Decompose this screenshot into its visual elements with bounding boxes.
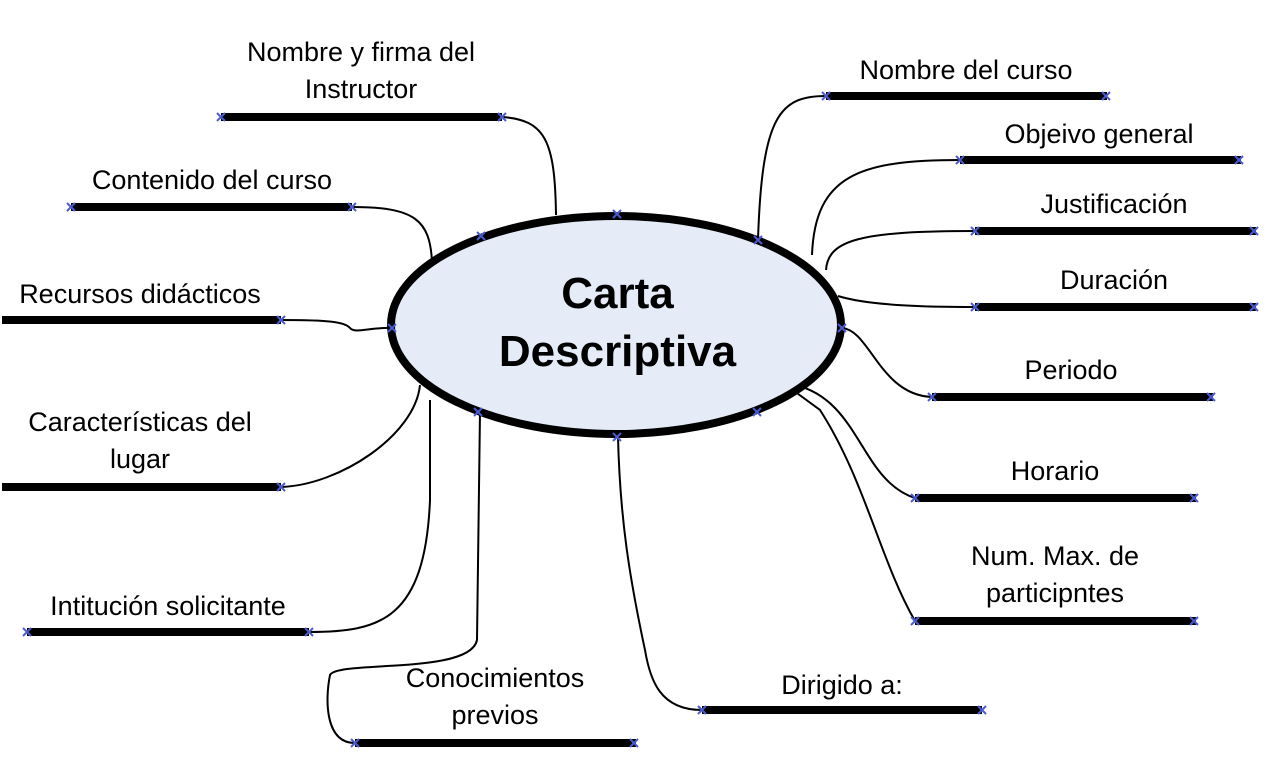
label-justificacion: Justificación [1040, 189, 1188, 219]
label-caracteristicas-lugar-line-1: Características del [28, 407, 252, 437]
bar-nombre-curso [826, 92, 1107, 100]
label-conocimientos-previos: Conocimientos previos [345, 660, 645, 734]
label-num-max-participantes-line-1: Num. Max. de [970, 541, 1140, 571]
connector-horario [794, 384, 916, 499]
label-nombre-curso: Nombre del curso [859, 55, 1073, 85]
connector-nombre-curso [757, 95, 827, 241]
bar-duracion [975, 303, 1256, 311]
label-nombre-firma-instructor: Nombre y firma del Instructor [211, 34, 511, 108]
bar-dirigido-a [702, 706, 982, 714]
label-institucion-solicitante: Intitución solicitante [50, 591, 286, 621]
label-dirigido-a: Dirigido a: [781, 670, 903, 700]
bar-caracteristicas-lugar [2, 483, 281, 491]
bar-justificacion [975, 227, 1256, 235]
bar-num-max-participantes [915, 617, 1196, 625]
bar-periodo [932, 393, 1213, 401]
label-objetivo-general: Objeivo general [1004, 119, 1194, 149]
label-recursos-didacticos: Recursos didácticos [19, 279, 261, 309]
label-bars [2, 92, 1256, 747]
bar-institucion-solicitante [27, 628, 309, 636]
connector-dirigido-a [617, 436, 703, 711]
bar-objetivo-general [960, 156, 1241, 164]
label-caracteristicas-lugar-line-2: lugar [109, 444, 171, 474]
label-duracion: Duración [1059, 265, 1169, 295]
center-title-line-1: Carta [561, 269, 674, 318]
connector-justificacion [825, 230, 976, 271]
connector-periodo [841, 327, 933, 398]
label-contenido-curso: Contenido del curso [91, 165, 333, 195]
connector-institucion-solicitante [308, 400, 431, 633]
label-nombre-firma-instructor-line-1: Nombre y firma del [246, 37, 476, 67]
label-periodo: Periodo [1024, 355, 1118, 385]
connectors [280, 95, 976, 744]
bar-conocimientos-previos [355, 739, 636, 747]
connector-objetivo-general [811, 159, 961, 256]
label-num-max-participantes-line-2: participntes [985, 578, 1125, 608]
label-caracteristicas-lugar: Características del lugar [0, 404, 290, 478]
connector-num-max-participantes [789, 387, 916, 622]
label-num-max-participantes: Num. Max. de participntes [905, 538, 1205, 612]
bar-nombre-firma-instructor [221, 113, 502, 121]
connector-contenido-curso [351, 206, 433, 263]
bar-contenido-curso [71, 203, 352, 211]
connector-recursos-didacticos [280, 319, 393, 332]
connector-nombre-firma-instructor [501, 116, 557, 216]
center-title: Carta Descriptiva [395, 265, 840, 381]
label-conocimientos-previos-line-1: Conocimientos [405, 663, 585, 693]
bar-horario [915, 494, 1196, 502]
center-title-line-2: Descriptiva [498, 327, 737, 376]
connector-conocimientos-previos [326, 411, 481, 744]
bar-recursos-didacticos [2, 316, 281, 324]
label-conocimientos-previos-line-2: previos [451, 700, 539, 730]
label-nombre-firma-instructor-line-2: Instructor [304, 74, 418, 104]
connector-caracteristicas-lugar [280, 384, 421, 488]
connector-duracion [837, 295, 976, 308]
label-horario: Horario [1010, 456, 1100, 486]
